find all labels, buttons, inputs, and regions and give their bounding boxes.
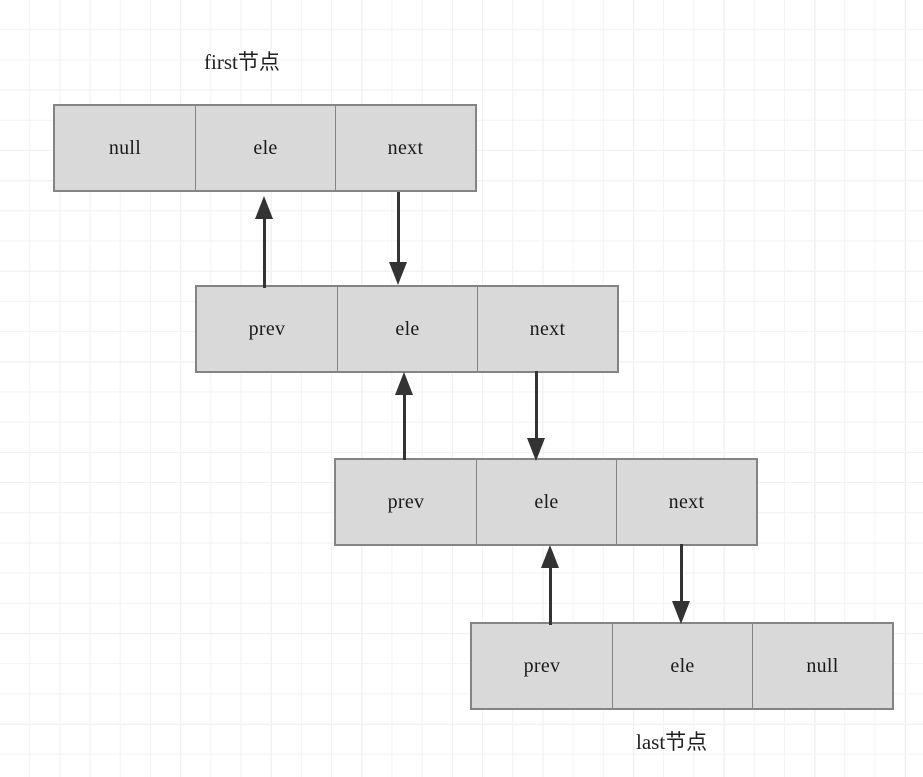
arrowhead-down-icon bbox=[672, 601, 690, 624]
node1-next-cell: next bbox=[335, 106, 475, 190]
node1-ele-cell: ele bbox=[195, 106, 335, 190]
arrowhead-down-icon bbox=[527, 438, 545, 461]
arrow-shaft bbox=[262, 212, 266, 288]
node2-ele-cell: ele bbox=[337, 287, 477, 371]
arrowhead-up-icon bbox=[395, 372, 413, 395]
node3-prev-cell: prev bbox=[336, 460, 476, 544]
list-node-third[interactable]: prev ele next bbox=[334, 458, 758, 546]
node1-prev-cell: null bbox=[55, 106, 195, 190]
list-node-last[interactable]: prev ele null bbox=[470, 622, 894, 710]
arrow-prev-node2-to-node1 bbox=[255, 196, 273, 288]
node4-ele-cell: ele bbox=[612, 624, 752, 708]
arrow-next-node3-to-node4 bbox=[672, 544, 690, 624]
node4-next-cell: null bbox=[752, 624, 892, 708]
list-node-second[interactable]: prev ele next bbox=[195, 285, 619, 373]
arrow-shaft bbox=[679, 544, 683, 608]
node2-prev-cell: prev bbox=[197, 287, 337, 371]
first-node-label: first节点 bbox=[204, 50, 280, 74]
arrow-shaft bbox=[548, 561, 552, 625]
arrow-shaft bbox=[396, 192, 400, 269]
arrowhead-up-icon bbox=[255, 196, 273, 219]
list-node-first[interactable]: null ele next bbox=[53, 104, 477, 192]
node2-next-cell: next bbox=[477, 287, 617, 371]
arrow-shaft bbox=[534, 371, 538, 445]
arrow-prev-node3-to-node2 bbox=[395, 372, 413, 460]
arrow-next-node1-to-node2 bbox=[389, 192, 407, 285]
last-node-label: last节点 bbox=[636, 730, 708, 754]
node4-prev-cell: prev bbox=[472, 624, 612, 708]
node3-next-cell: next bbox=[616, 460, 756, 544]
arrowhead-down-icon bbox=[389, 262, 407, 285]
arrow-shaft bbox=[402, 388, 406, 460]
node3-ele-cell: ele bbox=[476, 460, 616, 544]
arrowhead-up-icon bbox=[541, 545, 559, 568]
arrow-prev-node4-to-node3 bbox=[541, 545, 559, 625]
arrow-next-node2-to-node3 bbox=[527, 371, 545, 461]
